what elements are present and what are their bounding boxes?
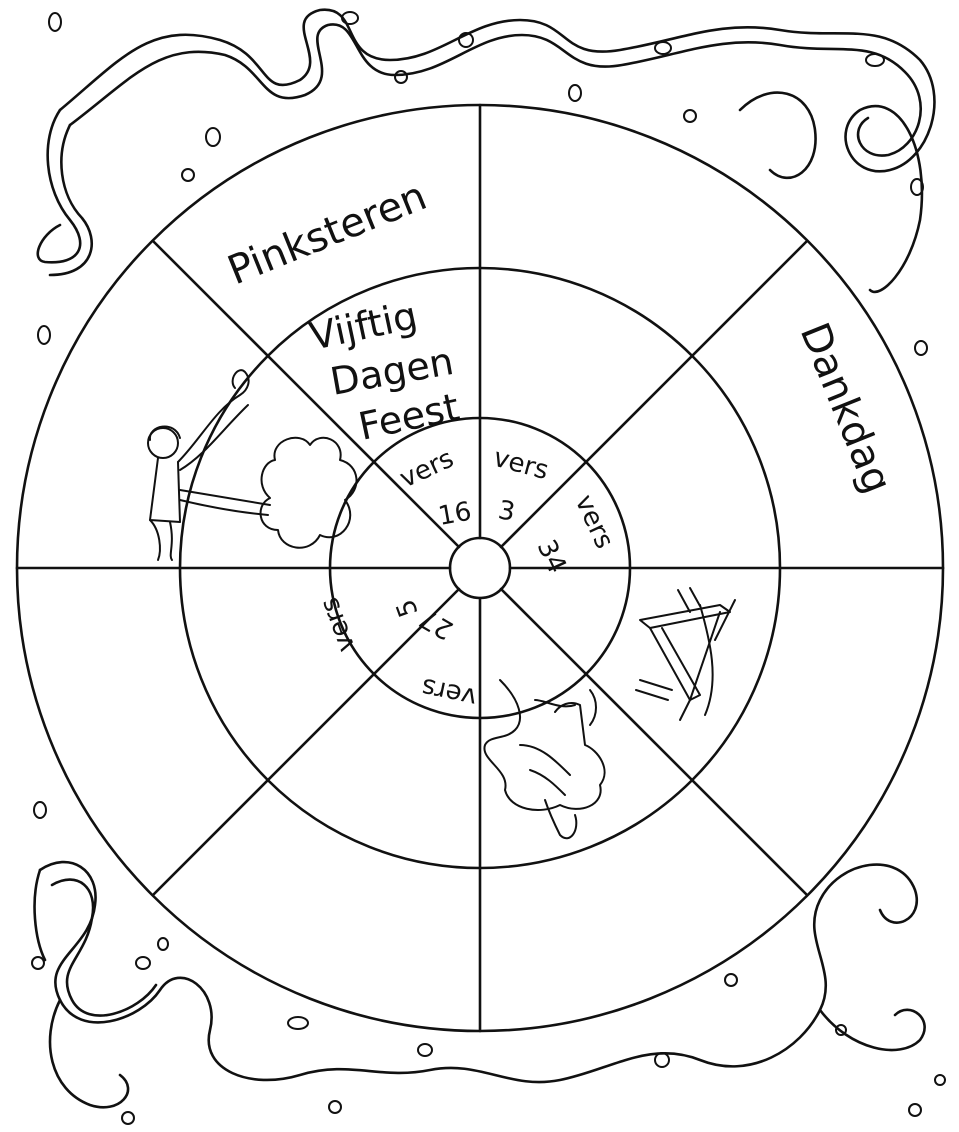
- verse-3-word: vers: [490, 443, 551, 486]
- label-pinksteren: Pinksteren: [222, 173, 434, 294]
- verse-27: vers 27: [415, 602, 480, 712]
- verse-16: vers 16: [395, 444, 474, 532]
- label-vijftig-dagen-feest: Vijftig Dagen Feest: [306, 293, 463, 449]
- verse-3-number: 3: [496, 495, 518, 527]
- verse-5: vers 5: [314, 593, 424, 656]
- verse-34-number: 34: [531, 535, 572, 578]
- verse-5-word: vers: [314, 593, 361, 656]
- verse-27-word: vers: [419, 672, 480, 713]
- verse-3: vers 3: [490, 443, 551, 528]
- verse-5-number: 5: [391, 595, 425, 621]
- wheel: [17, 105, 943, 1031]
- verse-16-number: 16: [436, 497, 474, 532]
- spoke-ne: [501, 241, 807, 547]
- woman-dancing-illustration: [148, 370, 270, 560]
- manger-illustration: [636, 588, 735, 720]
- bush-illustration: [261, 438, 357, 548]
- spoke-sw: [153, 589, 459, 895]
- verse-16-word: vers: [395, 444, 458, 495]
- verse-34-word: vers: [569, 490, 620, 553]
